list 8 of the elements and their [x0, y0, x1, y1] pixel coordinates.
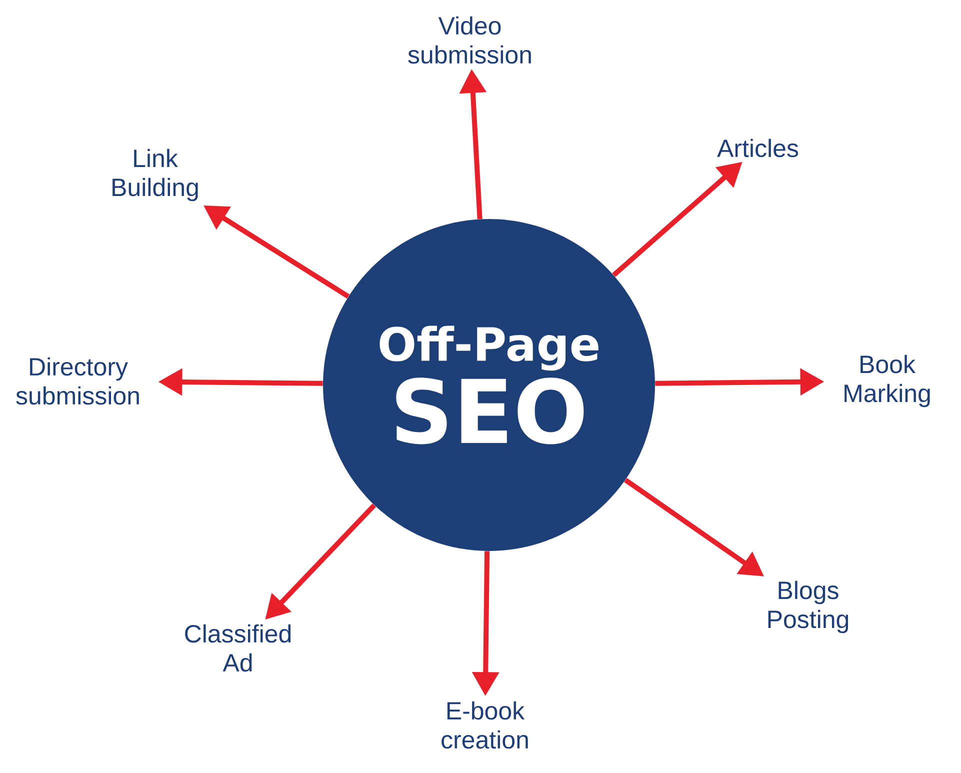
topic-label: Book Marking — [844, 354, 930, 408]
topic-label: Articles — [717, 138, 798, 158]
topic-label: E-book creation — [442, 701, 528, 749]
topic-label: Link Building — [112, 148, 198, 202]
topic-label: Video submission — [408, 16, 531, 64]
topic-label: Blogs Posting — [768, 580, 848, 634]
topic-label: Classified Ad — [185, 624, 291, 672]
topic-label: Directory submission — [16, 357, 139, 405]
